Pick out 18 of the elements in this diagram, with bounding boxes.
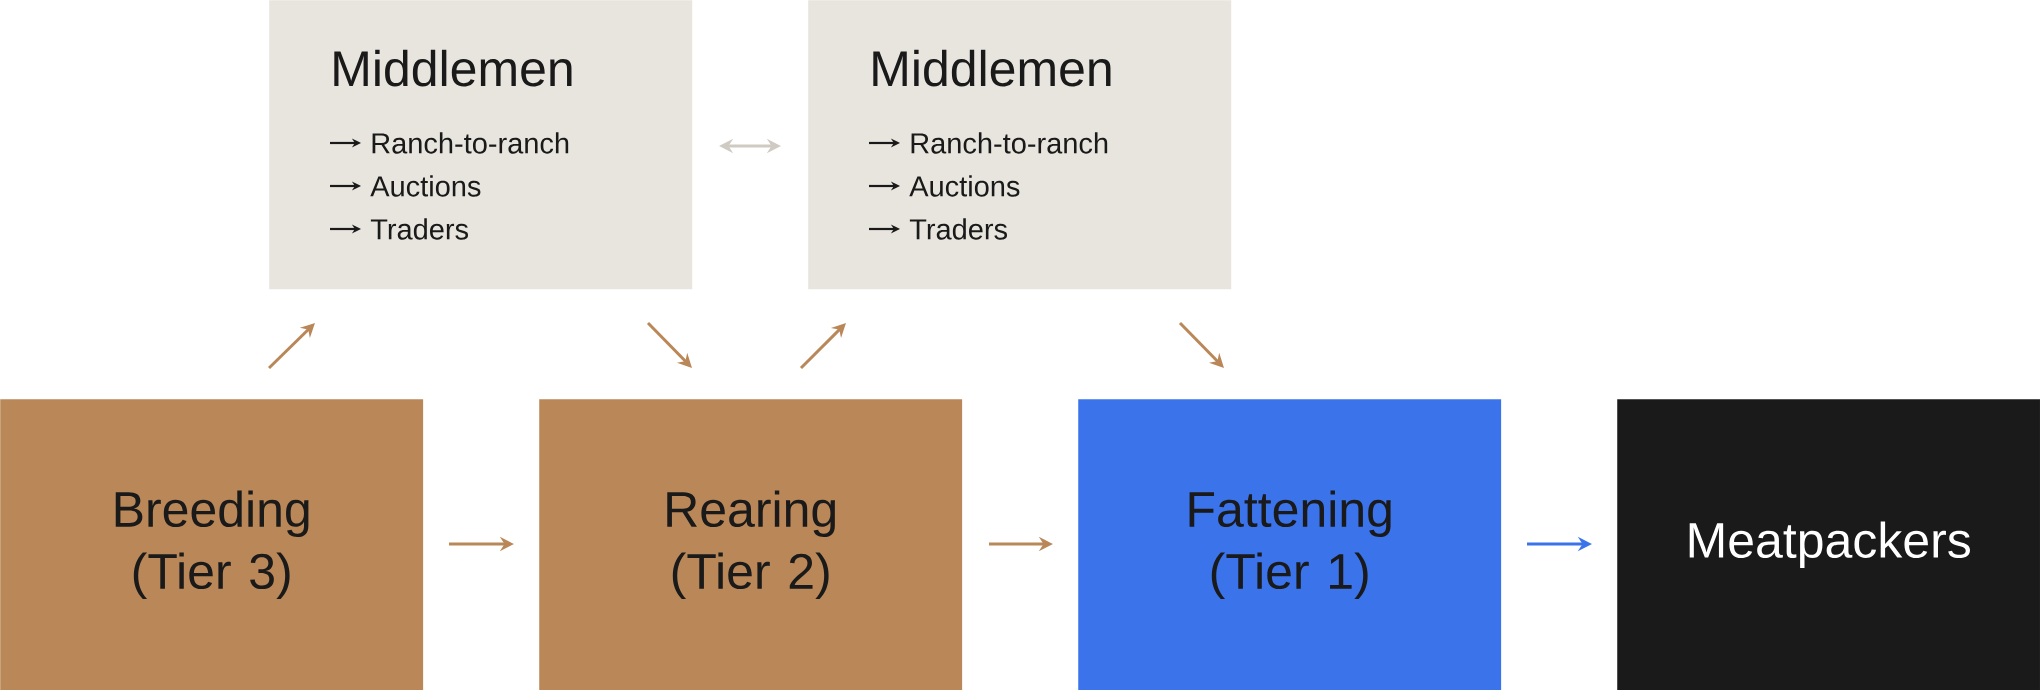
list-item: Auctions bbox=[909, 175, 1020, 197]
box-heading: Middlemen bbox=[334, 49, 572, 87]
stage-box: Meatpackers bbox=[1617, 399, 2040, 690]
stage-box: Breeding (Tier 3) bbox=[0, 399, 424, 690]
list-item: Traders bbox=[909, 218, 1007, 240]
list-box bbox=[808, 0, 1232, 290]
box-heading: Middlemen bbox=[873, 49, 1111, 87]
list-item: Auctions bbox=[370, 175, 481, 197]
list-item: Traders bbox=[370, 218, 468, 240]
arrow bbox=[1178, 321, 1224, 368]
arrow bbox=[267, 323, 315, 370]
arrow bbox=[646, 321, 692, 368]
arrow bbox=[799, 323, 846, 370]
list-box bbox=[269, 0, 693, 290]
list-item: Ranch-to-ranch bbox=[372, 132, 569, 154]
list-item: Ranch-to-ranch bbox=[911, 132, 1108, 154]
stage-box: Fattening (Tier 1) bbox=[1078, 399, 1502, 690]
stage-box: Rearing (Tier 2) bbox=[539, 399, 963, 690]
